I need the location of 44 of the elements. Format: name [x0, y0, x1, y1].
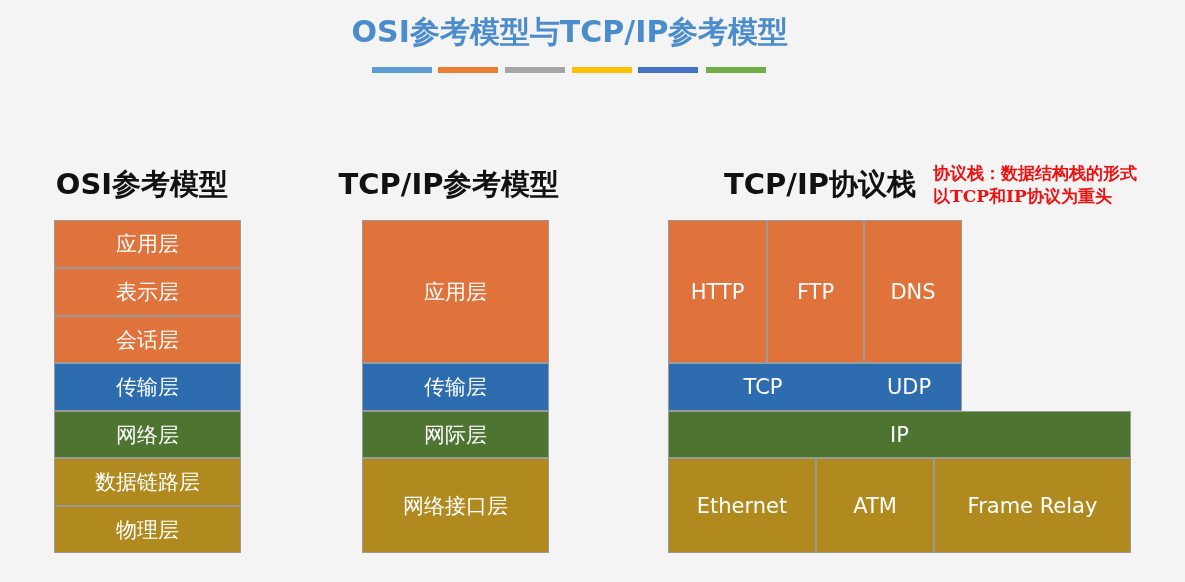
column-heading: OSI参考模型: [55, 166, 229, 203]
layer-label: IP: [890, 422, 909, 447]
layer-box: [362, 220, 549, 363]
layer-label: FTP: [796, 279, 835, 304]
layer-label: 数据链路层: [95, 469, 200, 496]
layer-box: [668, 220, 767, 363]
layer-label: 会话层: [116, 326, 179, 354]
layer-label: DNS: [890, 279, 936, 304]
layer-label: 应用层: [424, 278, 487, 306]
layer-label: 传输层: [424, 374, 487, 401]
layer-label: Ethernet: [696, 493, 788, 518]
layer-box: [54, 411, 241, 458]
layer-label: 应用层: [116, 231, 179, 258]
layer-label: 网络层: [116, 421, 179, 449]
layer-label: 表示层: [116, 279, 179, 306]
layer-box: [54, 220, 241, 268]
layer-box: [668, 458, 816, 553]
layer-box: [864, 220, 962, 363]
layer-label: ATM: [853, 493, 897, 518]
column-heading: TCP/IP参考模型: [338, 166, 560, 203]
note: 协议栈：数据结构栈的形式以TCP和IP协议为重头: [933, 162, 1138, 208]
layer-box: [362, 458, 549, 553]
title: OSI参考模型与TCP/IP参考模型: [351, 13, 789, 51]
layer-label: UDP: [886, 375, 932, 399]
layer-box: [362, 363, 549, 411]
layer-label: 网络接口层: [403, 492, 508, 520]
layer-box: [54, 268, 241, 316]
layer-box: [767, 220, 864, 363]
layer-box: [934, 458, 1131, 553]
layer-label: TCP: [743, 375, 783, 399]
layer-box: [362, 411, 549, 458]
layer-label: 物理层: [116, 516, 179, 544]
layer-label: Frame Relay: [967, 493, 1098, 518]
layer-box: [668, 363, 962, 411]
layer-label: 网际层: [424, 421, 487, 449]
layer-label: HTTP: [690, 279, 745, 304]
layer-box: [54, 316, 241, 363]
layer-label: 传输层: [116, 374, 179, 401]
column-heading: TCP/IP协议栈: [724, 166, 916, 203]
layer-box: [54, 363, 241, 411]
layer-box: [668, 411, 1131, 458]
layer-box: [54, 506, 241, 553]
layer-box: [816, 458, 934, 553]
layer-box: [54, 458, 241, 506]
